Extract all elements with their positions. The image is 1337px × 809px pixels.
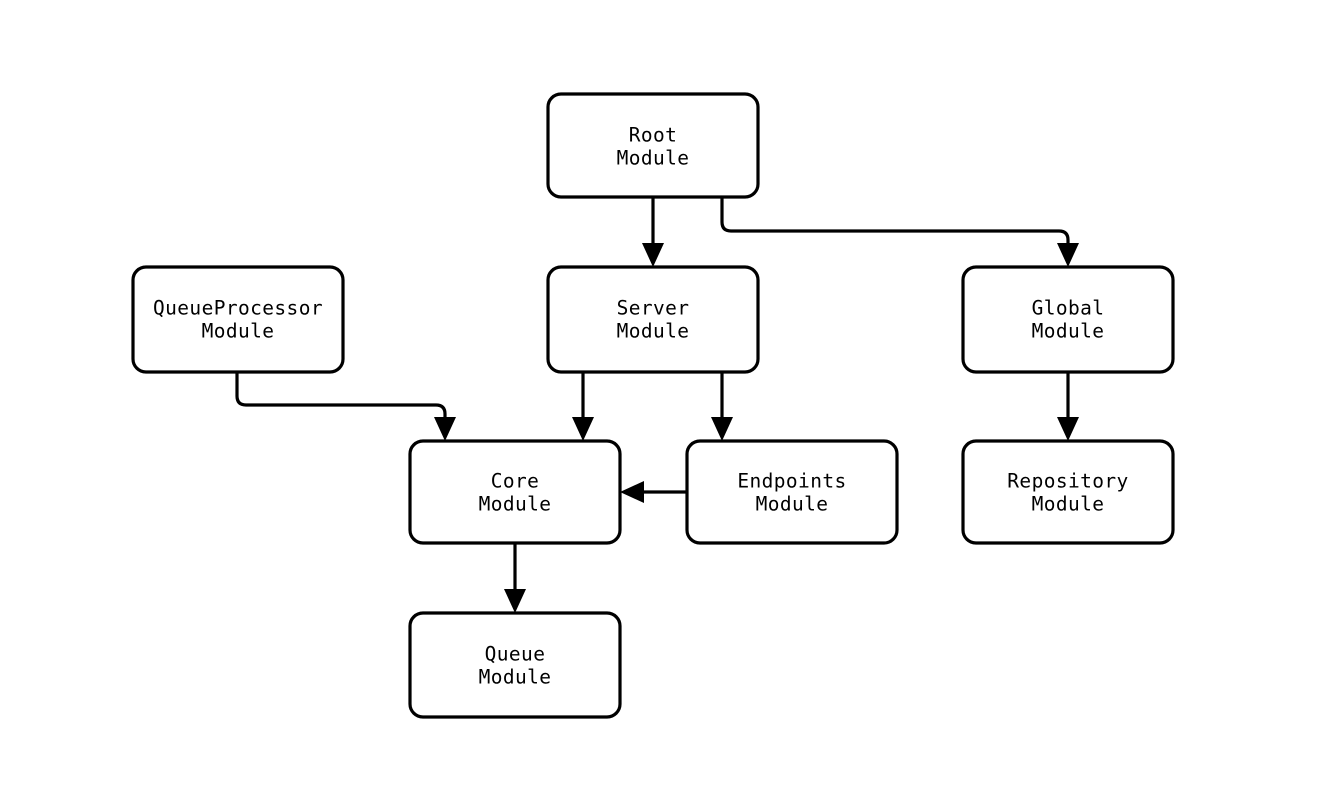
edge-queueprocessor-to-core bbox=[235, 372, 456, 441]
edge-root-to-server-arrowhead bbox=[642, 243, 664, 267]
edge-endpoints-to-core bbox=[620, 481, 687, 503]
node-queueprocessor-module-label-line1: QueueProcessor bbox=[153, 297, 323, 320]
node-global-module-box[interactable] bbox=[961, 265, 1175, 374]
edge-queueprocessor-to-core-line bbox=[235, 372, 447, 427]
edge-root-to-global-line bbox=[720, 197, 1070, 253]
node-repository-module-label-line2: Module bbox=[1032, 493, 1105, 516]
edge-queueprocessor-to-core-arrowhead bbox=[434, 417, 456, 441]
edge-core-to-queue-arrowhead bbox=[504, 589, 526, 613]
edge-server-to-endpoints-arrowhead bbox=[711, 417, 733, 441]
node-endpoints-module-label-line2: Module bbox=[756, 493, 829, 516]
node-endpoints-module-box[interactable] bbox=[685, 439, 899, 545]
node-root-module[interactable]: Root Module bbox=[546, 92, 760, 199]
node-repository-module-label-line1: Repository bbox=[1007, 470, 1128, 493]
edge-endpoints-to-core-arrowhead bbox=[620, 481, 644, 503]
edge-server-to-core-arrowhead bbox=[572, 417, 594, 441]
nodes-layer: Root Module QueueProcessor Module Server… bbox=[131, 92, 1175, 719]
node-queue-module-label-line1: Queue bbox=[485, 643, 546, 666]
edge-server-to-endpoints bbox=[711, 372, 733, 441]
edge-global-to-repository bbox=[1057, 372, 1079, 441]
node-root-module-label-line2: Module bbox=[617, 147, 690, 170]
node-server-module-label-line2: Module bbox=[617, 320, 690, 343]
node-server-module[interactable]: Server Module bbox=[546, 265, 760, 374]
edge-root-to-global bbox=[720, 197, 1079, 267]
node-endpoints-module[interactable]: Endpoints Module bbox=[685, 439, 899, 545]
node-queueprocessor-module[interactable]: QueueProcessor Module bbox=[131, 265, 345, 374]
node-root-module-label-line1: Root bbox=[629, 124, 678, 147]
node-queue-module-label-line2: Module bbox=[479, 666, 552, 689]
edge-server-to-core bbox=[572, 372, 594, 441]
node-core-module-box[interactable] bbox=[408, 439, 622, 545]
node-endpoints-module-label-line1: Endpoints bbox=[737, 470, 846, 493]
node-global-module[interactable]: Global Module bbox=[961, 265, 1175, 374]
node-global-module-label-line1: Global bbox=[1032, 297, 1105, 320]
edge-core-to-queue bbox=[504, 543, 526, 613]
node-repository-module-box[interactable] bbox=[961, 439, 1175, 545]
edges-layer bbox=[235, 197, 1079, 613]
node-root-module-box[interactable] bbox=[546, 92, 760, 199]
node-core-module[interactable]: Core Module bbox=[408, 439, 622, 545]
node-server-module-box[interactable] bbox=[546, 265, 760, 374]
node-queueprocessor-module-label-line2: Module bbox=[202, 320, 275, 343]
node-queueprocessor-module-box[interactable] bbox=[131, 265, 345, 374]
node-global-module-label-line2: Module bbox=[1032, 320, 1105, 343]
node-core-module-label-line2: Module bbox=[479, 493, 552, 516]
node-server-module-label-line1: Server bbox=[617, 297, 690, 320]
edge-global-to-repository-arrowhead bbox=[1057, 417, 1079, 441]
node-queue-module[interactable]: Queue Module bbox=[408, 611, 622, 719]
node-core-module-label-line1: Core bbox=[491, 470, 540, 493]
node-queue-module-box[interactable] bbox=[408, 611, 622, 719]
edge-root-to-server bbox=[642, 197, 664, 267]
node-repository-module[interactable]: Repository Module bbox=[961, 439, 1175, 545]
edge-root-to-global-arrowhead bbox=[1057, 243, 1079, 267]
